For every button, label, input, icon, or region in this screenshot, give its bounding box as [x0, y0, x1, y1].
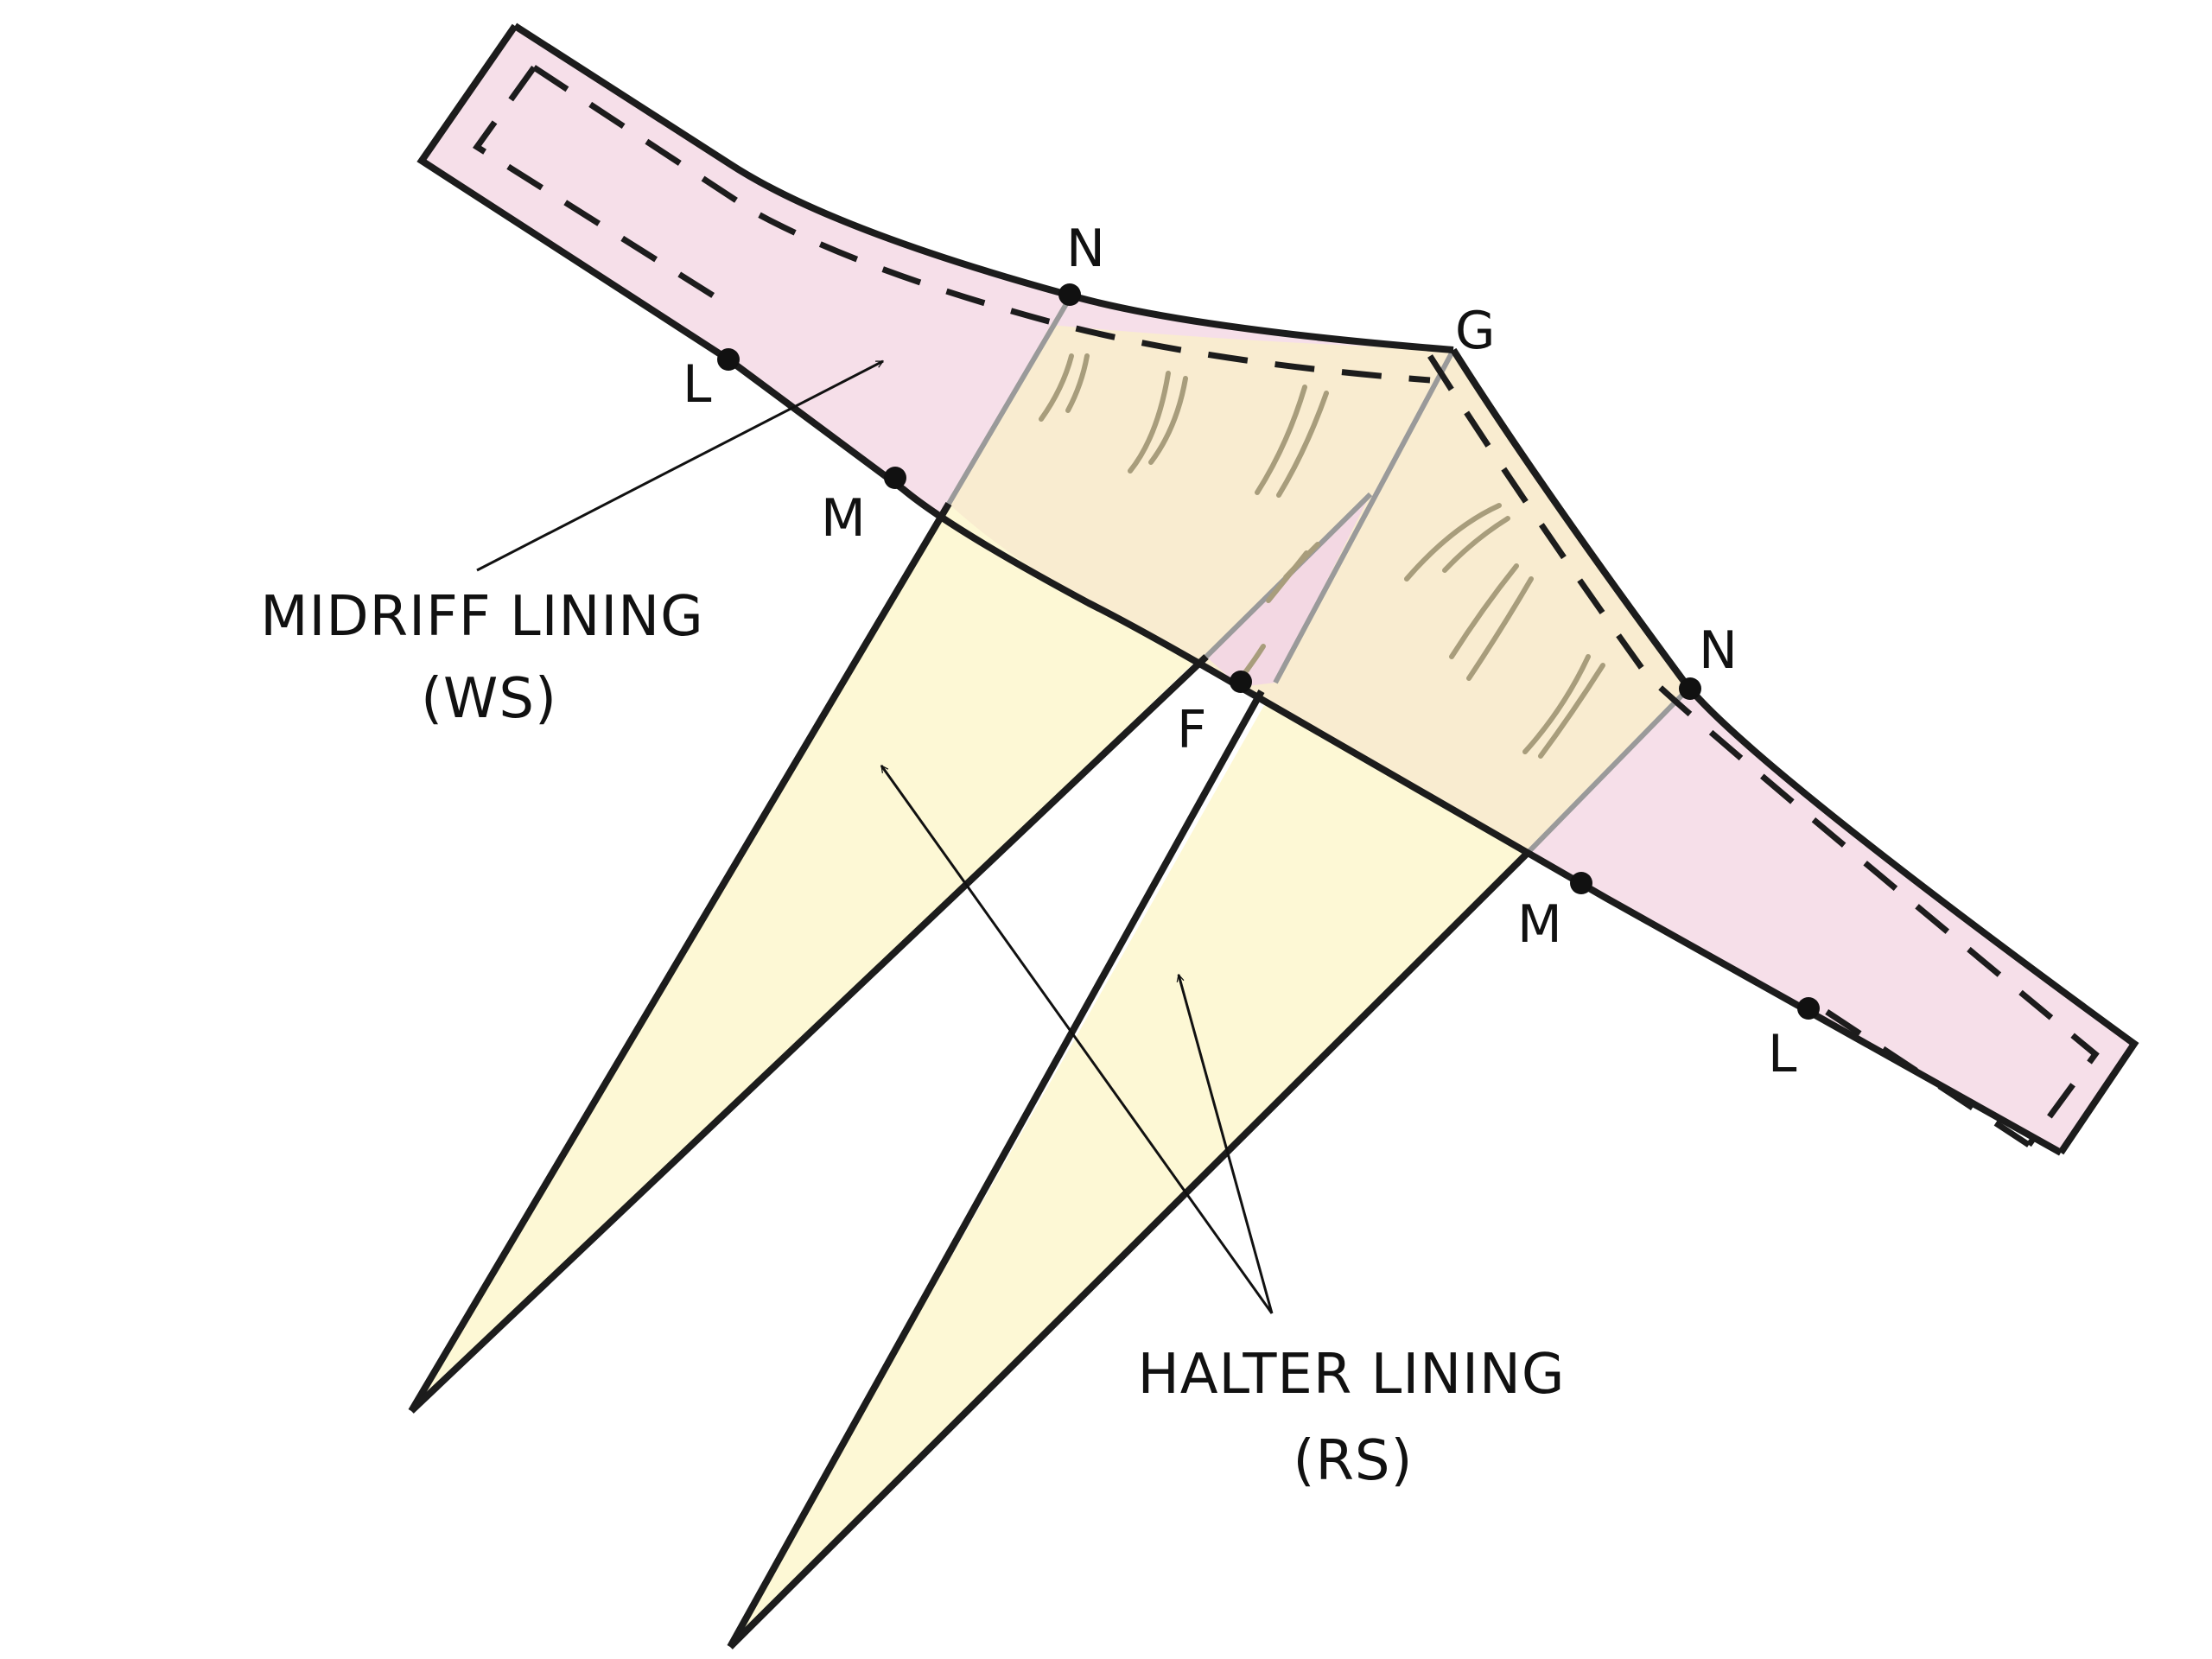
midriff-leader-arrow	[476, 359, 883, 572]
halter-leader-arrow-right	[1179, 975, 1274, 1314]
notch-l-left	[717, 348, 740, 371]
piece-outlines	[408, 22, 2139, 1649]
midriff-caption-line2: (WS)	[421, 667, 557, 731]
halter-caption-line1: HALTER LINING	[1138, 1343, 1566, 1407]
label-m-left: M	[821, 488, 866, 549]
midriff-gap-between-straps	[1206, 494, 1370, 687]
point-labels: N G L M F N M L	[683, 219, 1797, 1084]
label-f: F	[1177, 700, 1207, 760]
notch-n-left	[1058, 283, 1081, 306]
label-n-left: N	[1066, 219, 1105, 279]
label-l-right: L	[1768, 1024, 1797, 1084]
halter-leader-arrow-left	[880, 766, 1274, 1314]
label-n-right: N	[1699, 620, 1738, 681]
midriff-caption-line1: MIDRIFF LINING	[260, 585, 703, 649]
notch-m-left	[884, 467, 906, 489]
halter-caption-line2: (RS)	[1293, 1429, 1413, 1493]
notch-points	[717, 283, 1820, 1020]
midriff-caption: MIDRIFF LINING (WS)	[260, 585, 703, 731]
label-l-left: L	[683, 354, 712, 415]
label-m-right: M	[1517, 894, 1562, 955]
gather-marks	[1039, 353, 1605, 759]
notch-f	[1230, 671, 1252, 693]
leader-arrows	[476, 359, 1274, 1314]
label-g: G	[1455, 301, 1496, 361]
stitch-lines	[472, 65, 2100, 1147]
notch-n-right	[1679, 677, 1701, 700]
halter-caption: HALTER LINING (RS)	[1138, 1343, 1566, 1493]
notch-m-right	[1570, 872, 1592, 894]
notch-l-right	[1797, 997, 1820, 1020]
